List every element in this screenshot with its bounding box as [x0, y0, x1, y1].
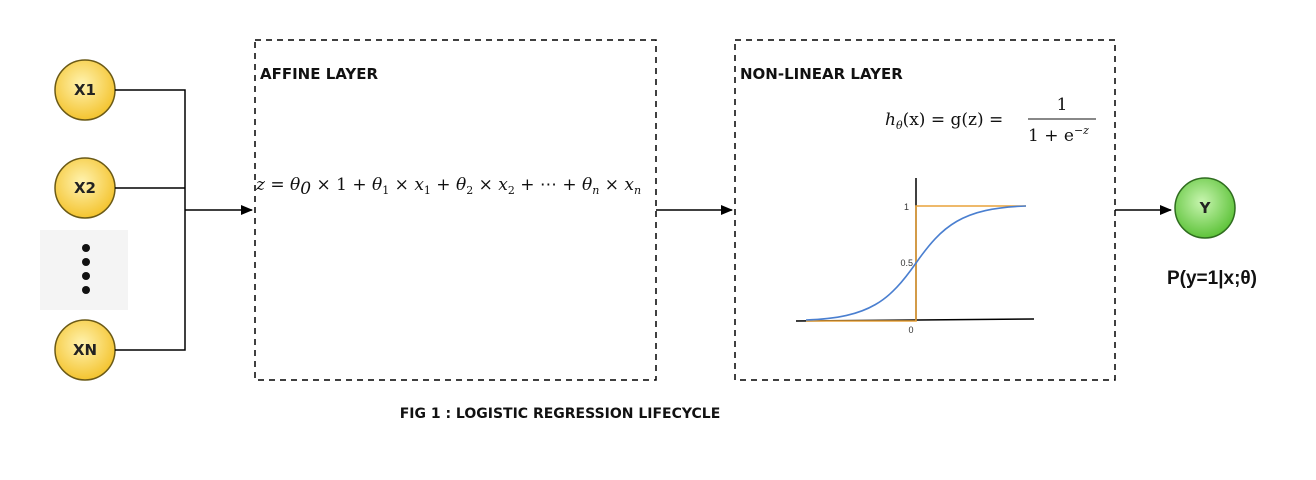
input-node-xn-label: XN — [73, 341, 97, 359]
formula-numerator: 1 — [1057, 95, 1068, 115]
input-node-x2-label: X2 — [74, 179, 96, 197]
output-node-y: Y — [1174, 177, 1236, 239]
sigmoid-plot: 1 0.5 0 — [795, 178, 1035, 335]
input-node-x1-label: X1 — [74, 81, 96, 99]
input-node-x2: X2 — [54, 157, 116, 219]
tick-x-0: 0 — [908, 325, 913, 335]
sigmoid-curve — [805, 205, 1027, 321]
nonlinear-layer-title: NON-LINEAR LAYER — [740, 65, 903, 83]
input-node-x1: X1 — [54, 59, 116, 121]
affine-layer-title: AFFINE LAYER — [260, 65, 379, 83]
affine-layer-box — [254, 39, 657, 381]
sigmoid-formula: hθ(x) = g(z) = 1 1 + e−z — [885, 95, 1096, 146]
affine-equation: z = θ0 × 1 + θ1 × x1 + θ2 × x2 + ⋯ + θn … — [255, 175, 641, 199]
svg-text:hθ(x) = g(z) =: hθ(x) = g(z) = — [885, 110, 1003, 132]
formula-denominator: 1 + e−z — [1028, 124, 1089, 146]
input-node-xn: XN — [54, 319, 116, 381]
output-probability-label: P(y=1|x;θ) — [1167, 268, 1257, 289]
tick-y-0-5: 0.5 — [900, 258, 913, 268]
output-node-y-label: Y — [1199, 199, 1212, 217]
figure-caption: FIG 1 : LOGISTIC REGRESSION LIFECYCLE — [400, 406, 721, 422]
ellipsis-backdrop — [40, 230, 128, 310]
ellipsis-dots — [82, 244, 90, 294]
input-connectors — [115, 89, 253, 351]
tick-y-1: 1 — [904, 202, 909, 212]
nonlinear-layer-box — [734, 39, 1116, 381]
